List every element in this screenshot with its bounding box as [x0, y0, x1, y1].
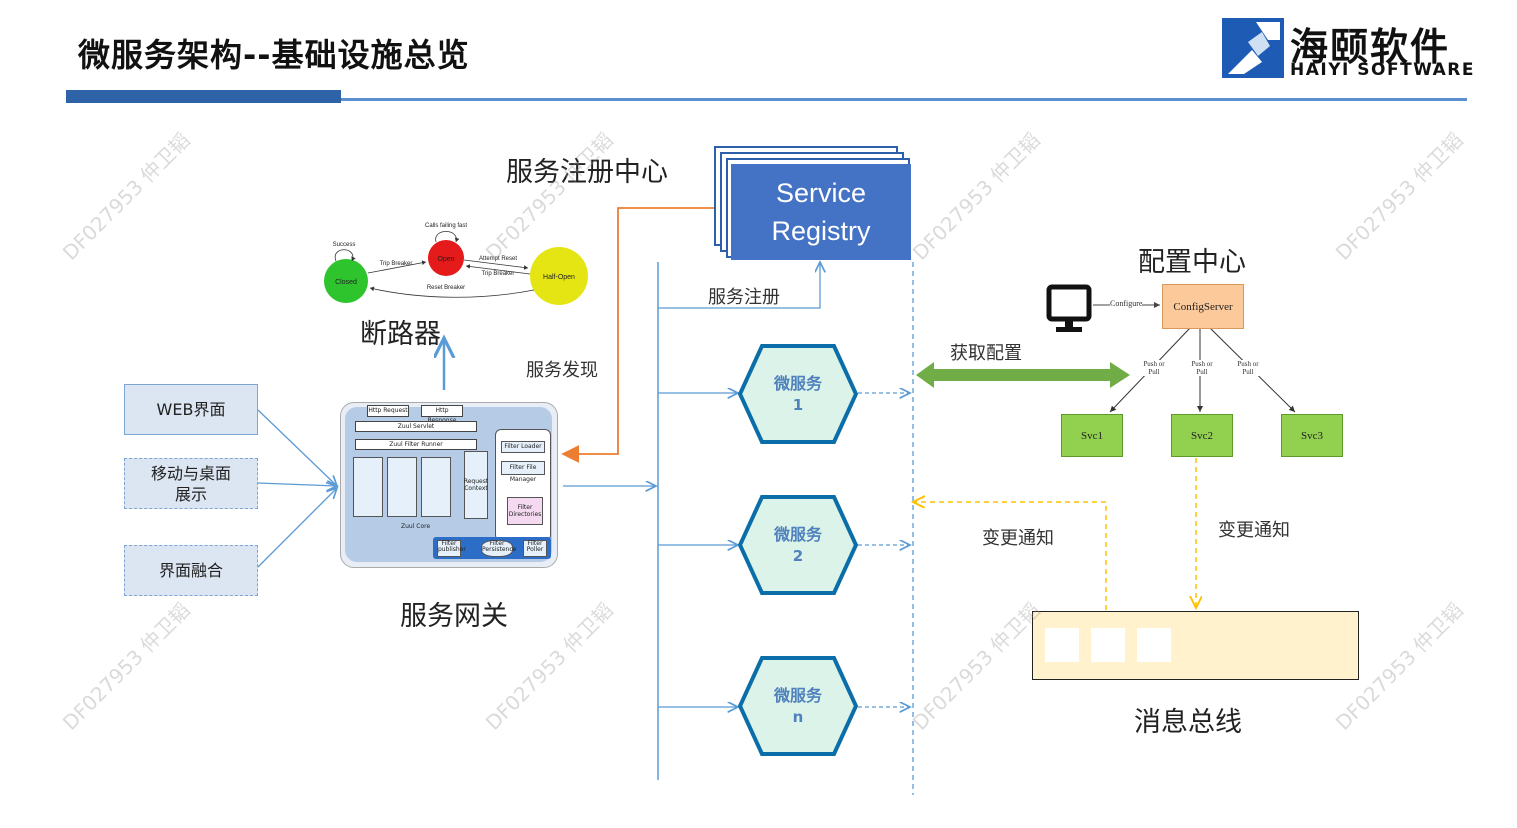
state-closed: [324, 259, 368, 303]
gw-zuul-servlet: Zuul Servlet: [355, 421, 477, 432]
gw-filter-poller: Filter Poller: [523, 540, 547, 557]
cb-text-trip-breaker-2: Trip Breaker: [482, 271, 515, 277]
label-change-notify-right: 变更通知: [1218, 520, 1290, 541]
ms1-label: 微服务: [773, 374, 823, 393]
label-service-discovery: 服务发现: [526, 360, 598, 381]
config-server-box: ConfigServer: [1162, 284, 1244, 329]
label-service-register: 服务注册: [708, 287, 780, 308]
gw-filter-directories: Filter Directories: [507, 497, 543, 525]
svc3-box: Svc3: [1281, 414, 1343, 457]
gw-filter-columns: [353, 457, 455, 517]
push-pull-1: Push or Pull: [1140, 360, 1168, 376]
cb-text-closed: Closed: [335, 279, 357, 286]
edge-web-gateway: [257, 409, 337, 486]
gw-zuul-filter-runner: Zuul Filter Runner: [355, 439, 477, 450]
label-change-notify-left: 变更通知: [982, 528, 1054, 549]
logo-text-cn: 海颐软件: [1290, 25, 1451, 69]
msn-label: 微服务: [773, 686, 823, 705]
svc1-box: Svc1: [1061, 414, 1123, 457]
bus-slot-1: [1045, 628, 1079, 662]
client-ui-merge: 界面融合: [124, 545, 258, 596]
header-bar-thick: [66, 90, 341, 103]
cb-text-trip-breaker: Trip Breaker: [380, 261, 413, 267]
bus-slot-3: [1137, 628, 1171, 662]
push-pull-3-text: Push or Pull: [1237, 360, 1259, 376]
gw-filter-persistence: Filter Persistence: [481, 540, 516, 557]
registry-caption: 服务注册中心: [506, 157, 668, 188]
header-bar-thin: [341, 98, 1467, 101]
registry-label-1: Service: [775, 178, 867, 208]
gw-col-3: [421, 457, 451, 517]
gw-filter-loader: Filter Loader: [501, 441, 545, 453]
gw-filter-file-manager: Filter File Manager: [501, 461, 545, 483]
ms2-label: 微服务: [773, 525, 823, 544]
monitor-icon: [1046, 284, 1092, 332]
edge-service-discovery: [561, 207, 714, 463]
cb-text-calls-failing: Calls failing fast: [425, 223, 467, 229]
cb-text-reset-breaker: Reset Breaker: [427, 285, 465, 291]
state-half-open: [530, 247, 588, 305]
gw-col-2: [387, 457, 417, 517]
message-bus-caption: 消息总线: [1134, 707, 1242, 738]
get-config-arrow: [916, 362, 1130, 388]
gateway-caption: 服务网关: [400, 601, 508, 632]
microservice-n: 微服务 n: [738, 656, 858, 756]
bus-slot-2: [1091, 628, 1125, 662]
push-pull-2: Push or Pull: [1188, 360, 1216, 376]
gw-zuul-core: Zuul Core: [401, 523, 431, 530]
state-open: [428, 240, 464, 276]
message-bus-box: [1032, 611, 1359, 680]
circuit-breaker-caption: 断路器: [360, 319, 441, 350]
label-get-config: 获取配置: [950, 343, 1022, 364]
microservice-1: 微服务 1: [738, 344, 858, 444]
configure-label: Configure: [1110, 299, 1143, 308]
push-pull-1-text: Push or Pull: [1143, 360, 1165, 376]
circuit-breaker-diagram: Closed Open Half-Open Success Calls fail…: [324, 223, 588, 305]
gw-http-response: Http Response: [421, 405, 463, 424]
gw-filter-publisher: Filter publisher: [437, 540, 466, 557]
gateway-box: Http Request Http Response Zuul Servlet …: [340, 402, 558, 568]
ms2-index: 2: [793, 547, 803, 565]
gw-col-1: [353, 457, 383, 517]
cb-text-success: Success: [333, 242, 356, 248]
config-center-caption: 配置中心: [1138, 247, 1246, 278]
push-pull-2-text: Push or Pull: [1191, 360, 1213, 376]
page-title: 微服务架构--基础设施总览: [78, 36, 470, 74]
svc2-box: Svc2: [1171, 414, 1233, 457]
logo-mark-icon: [1222, 18, 1284, 78]
cb-text-open: Open: [437, 256, 454, 263]
ms1-index: 1: [793, 396, 803, 414]
logo-text-en: HAIYI SOFTWARE: [1290, 60, 1476, 80]
microservice-2: 微服务 2: [738, 495, 858, 595]
msn-index: n: [793, 708, 804, 726]
client-mobile-desktop-label: 移动与桌面 展示: [150, 463, 231, 504]
gw-http-request: Http Request: [367, 405, 409, 417]
cb-text-attempt-reset: Attempt Reset: [479, 256, 517, 262]
client-mobile-desktop: 移动与桌面 展示: [124, 458, 258, 509]
registry-label-2: Registry: [771, 216, 871, 246]
edge-mobile-gateway: [257, 483, 337, 486]
service-registry-box: Service Registry: [731, 164, 911, 260]
cb-text-half-open: Half-Open: [543, 274, 575, 281]
push-pull-3: Push or Pull: [1234, 360, 1262, 376]
client-web: WEB界面: [124, 384, 258, 435]
edge-service-register: [658, 262, 820, 309]
edge-notify-left: [913, 502, 1107, 610]
edge-merge-gateway: [257, 488, 337, 568]
gw-request-context: Request Context: [464, 451, 488, 519]
